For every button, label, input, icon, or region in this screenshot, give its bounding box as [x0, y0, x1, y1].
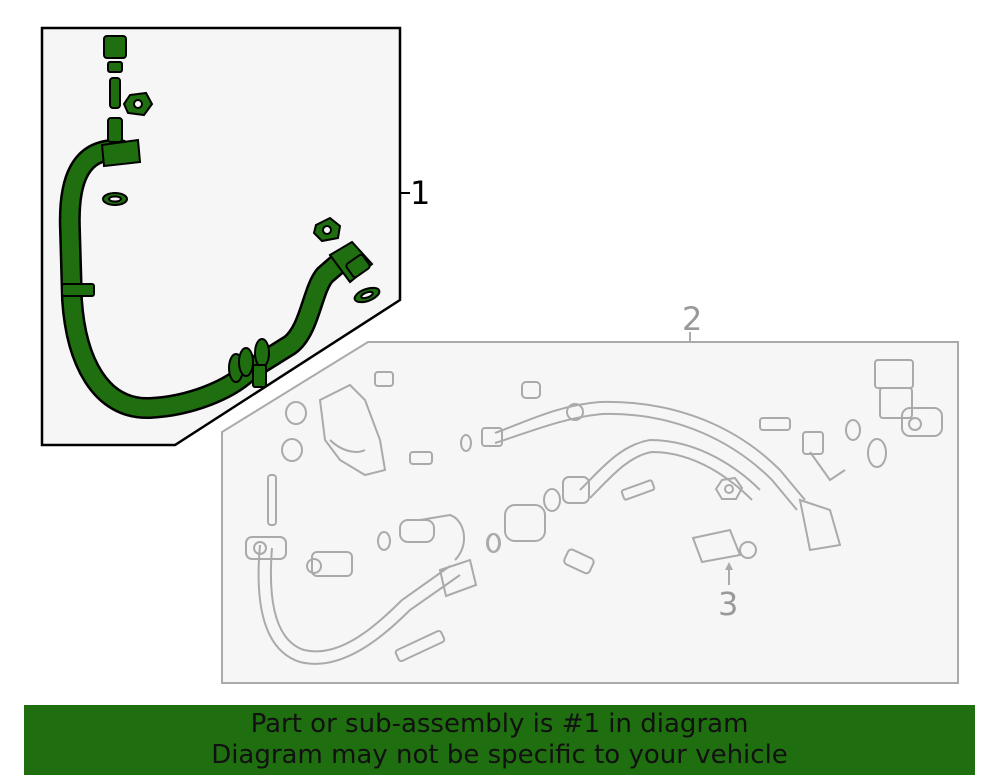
- callout-leaders: [400, 192, 733, 585]
- callout-2: 2: [682, 300, 702, 338]
- banner-line-2: Diagram may not be specific to your vehi…: [211, 740, 788, 770]
- panel-part-1: [40, 26, 402, 447]
- hose-assembly-highlighted: [58, 35, 381, 419]
- banner-line-1: Part or sub-assembly is #1 in diagram: [250, 709, 749, 739]
- callout-3: 3: [718, 585, 738, 623]
- info-banner: Part or sub-assembly is #1 in diagram Di…: [24, 705, 975, 775]
- assembly-line-drawing: [245, 359, 943, 665]
- parts-diagram: 1 2 3: [40, 26, 959, 684]
- callout-1: 1: [410, 174, 430, 212]
